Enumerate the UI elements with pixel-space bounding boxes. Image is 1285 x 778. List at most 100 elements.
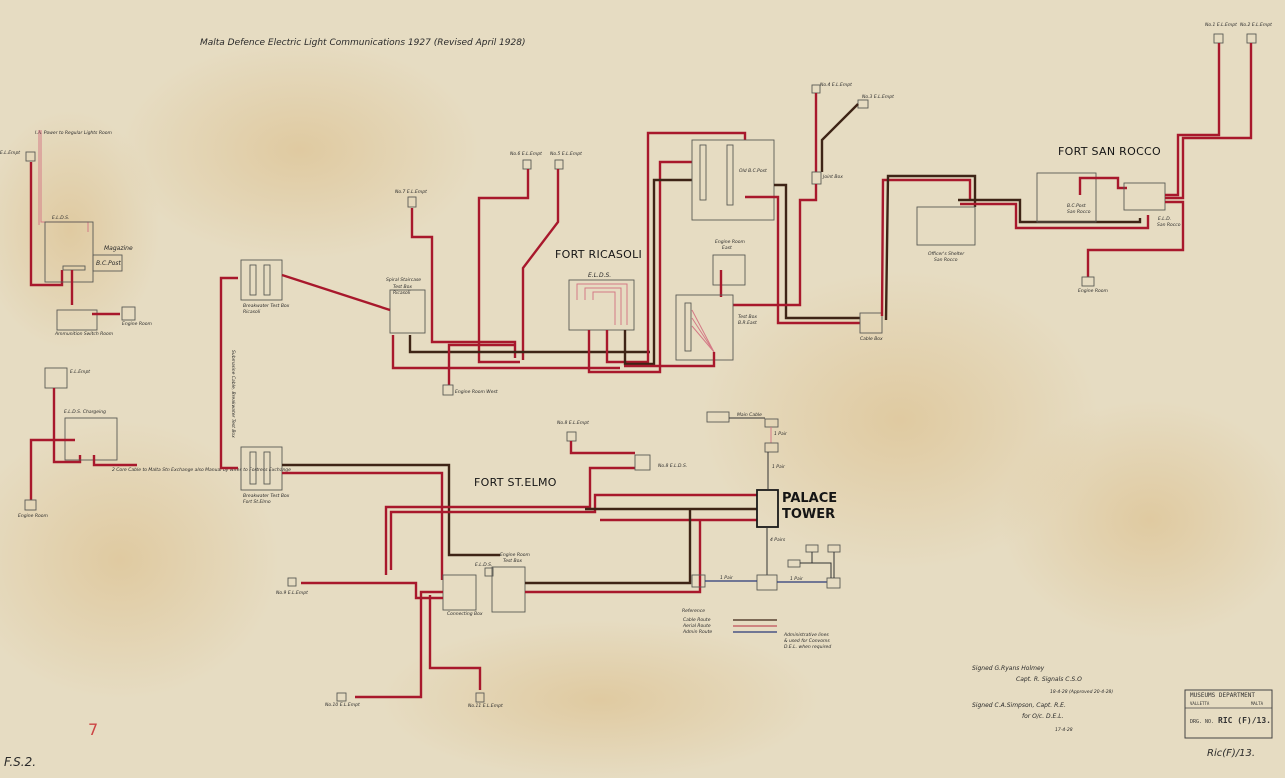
st_elmo-connecting_box-label: Connecting Box <box>447 611 483 617</box>
wire-line <box>691 317 715 353</box>
eld-san-rocco-box <box>1123 182 1166 211</box>
cable-route-line <box>820 103 859 172</box>
ricasoli-test_box_east-1-label: B.R.East <box>738 320 757 326</box>
cable-route-line <box>525 509 692 585</box>
equipment-box <box>407 196 417 208</box>
ricasoli-old_bc_post-label: Old B.C.Post <box>739 168 767 174</box>
ricasoli-engine_room_east-1-label: East <box>722 245 732 251</box>
st_elmo-no9-label: No.9 E.L.Empt <box>276 590 308 596</box>
palace-pair_right-label: 1 Pair <box>790 576 804 582</box>
equipment-box <box>764 442 779 453</box>
engine-room-label-2: Engine Room <box>18 513 48 519</box>
st_elmo-breakwater_box-0-label: Breakwater Test Box <box>243 493 290 499</box>
san_rocco-no2-label: No.2 E.L.Empt <box>1240 22 1272 28</box>
ricasoli-engine_room_west-label: Engine Room West <box>455 389 498 395</box>
san_rocco-eld-1-label: San Rocco <box>1157 222 1181 228</box>
equipment-box <box>1081 276 1095 287</box>
equipment-box <box>475 692 485 703</box>
cable-route-line <box>623 178 692 366</box>
signatures-line1-label: Signed G.Ryans Holmey <box>972 665 1045 672</box>
breakwater-box-st-elmo <box>240 446 283 491</box>
ricasoli-no3-label: No.3 E.L.Empt <box>862 94 894 100</box>
signatures-line4-label: Signed C.A.Simpson, Capt. R.E. <box>972 702 1066 709</box>
ammunition-switch-room-box <box>56 309 98 331</box>
aerial-route-line <box>428 595 482 690</box>
wire-line <box>1000 400 1285 640</box>
legend-admin-label: Admin Route <box>682 629 712 635</box>
corner-mark: F.S.2. <box>4 755 36 769</box>
signatures: Signed G.Ryans Holmey Capt. R. Signals C… <box>972 665 1113 733</box>
stamp-city-label: VALLETTA <box>1190 701 1210 706</box>
elds-label: E.L.D.S. <box>52 215 69 221</box>
wire-line <box>1184 689 1273 739</box>
engine-room-box-2 <box>24 499 37 511</box>
aerial-route-line <box>880 178 972 317</box>
ricasoli-no4-label: No.4 E.L.Empt <box>820 82 852 88</box>
aerial-route-line <box>960 202 1150 230</box>
signatures-line2-label: Capt. R. Signals C.S.O <box>1016 676 1082 683</box>
ricasoli-spiral_staircase-0-label: Spiral Staircase <box>386 277 421 283</box>
san_rocco-engine_room-label: Engine Room <box>1078 288 1108 294</box>
left-section: I.A. Power to Regular Lights Room E.L.Em… <box>0 130 291 519</box>
palace-tower-section: PALACE TOWER Main Cable 1 Pair 1 Pair 4 … <box>691 411 841 591</box>
stamp-drg_no-label: RIC (F)/13. <box>1218 716 1271 725</box>
fort-san-rocco-label: FORT SAN ROCCO <box>1058 145 1161 158</box>
st_elmo-engine_room_box-0-label: Engine Room <box>500 552 530 558</box>
cable-note: 2 Core Cable to Malta Stn Exchange also … <box>112 467 291 473</box>
equipment-box <box>263 264 271 296</box>
el-empt-label-lower: E.L.Empt <box>70 369 90 375</box>
st_elmo-no8-label: No.8 E.L.Empt <box>557 420 589 426</box>
cable-route-line <box>408 335 650 354</box>
magazine-label: Magazine <box>104 245 133 252</box>
spiral-staircase-box <box>389 289 426 334</box>
aerial-route-line <box>29 438 75 500</box>
bc-post-box <box>92 254 123 272</box>
engine-room-label-1: Engine Room <box>122 321 152 327</box>
legend-note-2-label: D.E.L. when required <box>784 644 831 650</box>
power-note: I.A. Power to Regular Lights Room <box>35 130 112 136</box>
aerial-route-line <box>745 195 860 325</box>
st_elmo-engine_room_box-1-label: Test Box <box>503 558 522 564</box>
wire-line <box>584 287 622 325</box>
bc-post-label: B.C.Post <box>96 260 122 267</box>
st_elmo-no8_elds-label: No.8 E.L.D.S. <box>658 463 687 469</box>
equipment-box <box>684 302 692 352</box>
st_elmo-no11-label: No.11 E.L.Empt <box>468 703 503 709</box>
cable-route-line <box>774 183 860 320</box>
cable-route-line <box>958 198 1142 224</box>
ricasoli-spiral_staircase-1-label: Test Box <box>393 284 412 290</box>
engine-room-test-box <box>491 566 526 613</box>
equipment-box <box>442 384 454 396</box>
red-pencil-mark: 7 <box>88 720 98 739</box>
handwritten-reference: Ric(F)/13. <box>1207 748 1255 759</box>
fort-st-elmo-label: FORT ST.ELMO <box>474 476 557 489</box>
st_elmo-elds-label: E.L.D.S. <box>475 562 492 568</box>
ricasoli-cable_box-label: Cable Box <box>860 336 883 342</box>
submarine-cable-label: Submarine Cable, Breakwater Test Box <box>230 350 236 438</box>
palace-pairs_down-label: 4 Pairs <box>770 537 786 543</box>
wire-line <box>120 40 480 260</box>
el-empt-box-top <box>25 151 36 162</box>
ricasoli-engine_room_east-0-label: Engine Room <box>715 239 745 245</box>
stamp-country-label: MALTA <box>1251 701 1264 706</box>
aerial-route-line <box>477 169 530 364</box>
ricasoli-no6-label: No.6 E.L.Empt <box>510 151 542 157</box>
cable-route-line <box>282 463 500 557</box>
equipment-box <box>484 567 494 577</box>
engine-room-east-box <box>712 254 746 286</box>
aerial-route-line <box>447 343 515 385</box>
equipment-box <box>634 454 651 471</box>
palace-pair_left-label: 1 Pair <box>720 575 734 581</box>
st_elmo-no10-label: No.10 E.L.Empt <box>325 702 360 708</box>
equipment-box <box>62 265 86 271</box>
bc-post-san-rocco-box <box>1036 172 1097 223</box>
breakwater-box-ricasoli <box>240 259 283 301</box>
aerial-route-line <box>29 162 64 287</box>
ricasoli-breakwater_box-0-label: Breakwater Test Box <box>243 303 290 309</box>
san_rocco-eld-0-label: E.L.D. <box>1158 216 1171 222</box>
palace-pair_1-label: 1 Pair <box>774 431 788 437</box>
aerial-route-line <box>569 441 635 455</box>
aerial-route-line <box>521 169 560 360</box>
aerial-route-line <box>219 276 238 470</box>
aerial-route-line <box>391 335 620 370</box>
